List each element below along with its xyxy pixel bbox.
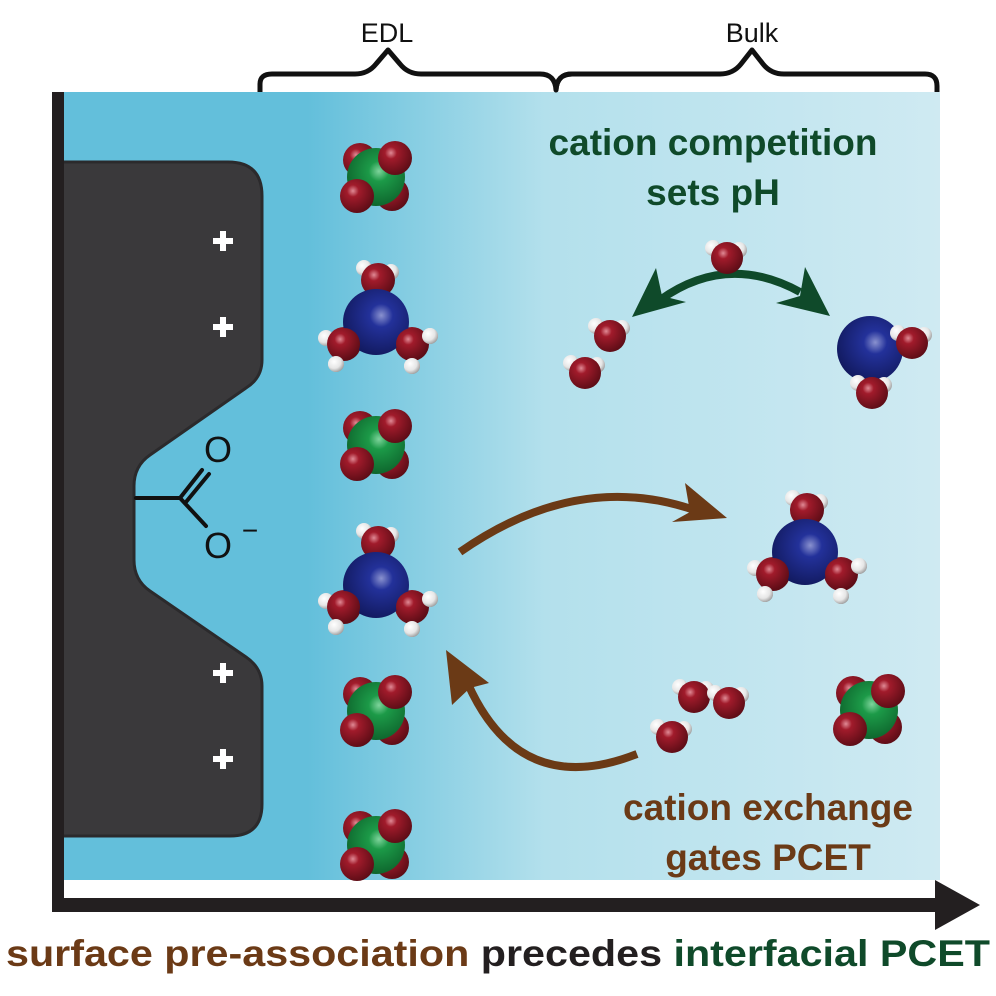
bulk-label: Bulk <box>726 18 779 48</box>
plus-charge-icon <box>213 231 233 251</box>
plus-charge-icon <box>213 663 233 683</box>
plus-charge-icon <box>213 317 233 337</box>
bulk-brace <box>553 47 940 92</box>
competition-label-line1: cation competition <box>549 122 878 163</box>
exchange-arrow-out <box>457 492 702 556</box>
footer-part-interfacial-pcet: interfacial PCET <box>673 933 990 974</box>
anion-molecule <box>340 809 412 881</box>
carboxylate-oxygen-label: O <box>204 525 232 566</box>
competition-label-line2: sets pH <box>646 172 780 213</box>
carboxylate-group <box>134 468 211 528</box>
surface-charges <box>213 231 233 769</box>
carbonyl-oxygen-label: O <box>204 429 232 470</box>
footer-part-surface-preassociation: surface pre-association <box>6 933 481 974</box>
anion-molecule <box>340 675 412 747</box>
exchange-arrow-in <box>464 682 639 771</box>
anion-molecule <box>833 674 905 746</box>
footer-part-precedes: precedes <box>481 933 674 974</box>
negative-charge-label: − <box>242 515 258 546</box>
competition-arc <box>657 269 802 304</box>
edl-label: EDL <box>361 18 414 48</box>
arrow-left-icon <box>632 268 686 317</box>
arrow-head-icon <box>672 483 727 522</box>
hydrated-cation-molecule <box>837 316 932 409</box>
anion-molecule <box>340 141 412 213</box>
footer-caption: surface pre-association precedes interfa… <box>6 933 990 974</box>
exchange-label-line1: cation exchange <box>623 787 913 828</box>
edl-brace <box>257 47 573 93</box>
electrode-surface <box>60 160 264 838</box>
arrow-head-icon <box>446 650 489 705</box>
vertical-axis <box>52 92 64 910</box>
anion-molecule <box>340 409 412 481</box>
arrow-right-icon <box>776 267 830 316</box>
plus-charge-icon <box>213 749 233 769</box>
exchange-label-line2: gates PCET <box>665 837 871 878</box>
horizontal-axis <box>52 898 940 912</box>
axis-arrow-icon <box>935 880 980 930</box>
